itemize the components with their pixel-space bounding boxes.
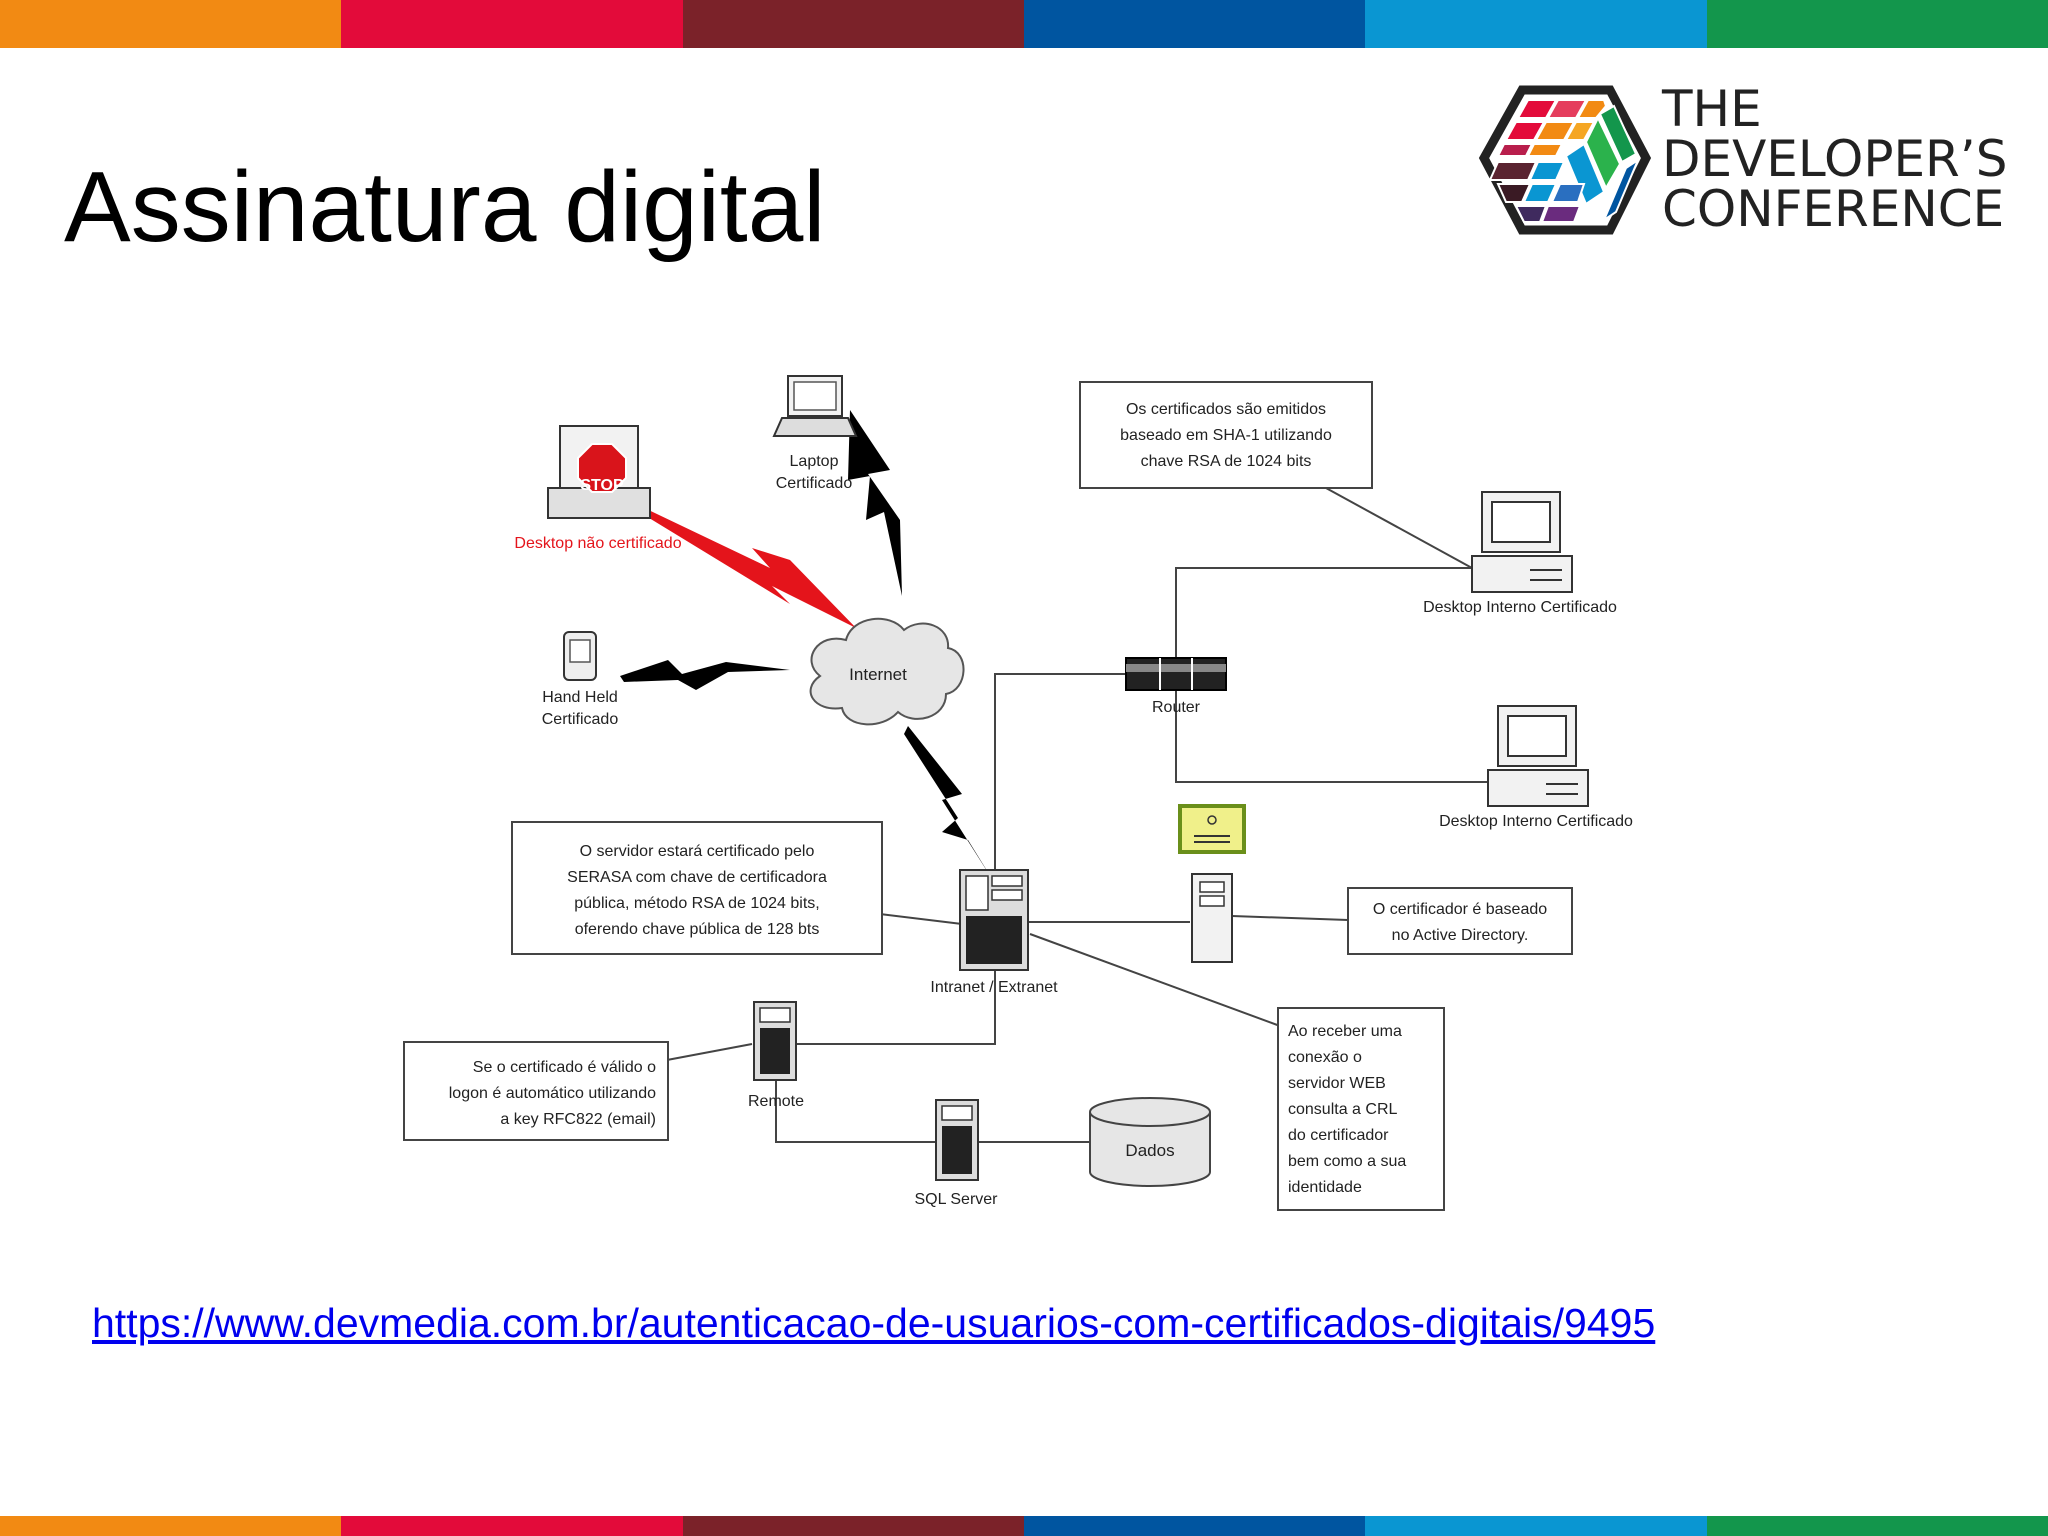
laptop-icon [772,375,858,437]
lightning-red-icon [636,504,864,632]
note-remote-line: logon é automático utilizando [449,1085,656,1102]
stripe-red [341,0,683,48]
desktop-nao-certificado-label: Desktop não certificado [514,535,681,552]
remote-server-icon [753,1001,797,1081]
note-sha-line: chave RSA de 1024 bits [1141,453,1312,470]
internet-label: Internet [849,665,907,684]
note-serasa-line: SERASA com chave de certificadora [567,869,827,886]
intranet-label: Intranet / Extranet [930,979,1058,996]
line-intranet-remote [796,1000,996,1045]
note-ad-line: no Active Directory. [1392,927,1529,944]
line-remote-note [666,1043,753,1061]
stripe-red [341,1516,683,1536]
desktop-interno-1-icon [1471,491,1573,593]
stripe-green [1706,1516,2048,1536]
line-remote-sql-dados [775,1080,1092,1143]
laptop-label: Laptop [790,453,839,470]
stripe-orange [0,1516,342,1536]
certificate-icon [1178,804,1246,854]
stripe-blue [1023,0,1366,48]
note-crl-line: bem como a sua [1288,1153,1406,1170]
source-link[interactable]: https://www.devmedia.com.br/autenticacao… [92,1300,1656,1346]
bottom-color-stripe [0,1516,2048,1536]
note-sha: Os certificados são emitidos baseado em … [1079,381,1373,489]
desktop-interno-1-label: Desktop Interno Certificado [1423,599,1617,616]
note-serasa-line: oferendo chave pública de 128 bts [575,921,820,938]
line-sha-note [1325,487,1473,569]
stripe-blue [1023,1516,1366,1536]
line-router-desktop1 [1175,567,1472,658]
remote-label: Remote [748,1093,804,1110]
router-label: Router [1152,699,1201,716]
note-crl-line: conexão o [1288,1049,1362,1066]
sql-server-icon [935,1099,979,1181]
note-ad-line: O certificador é baseado [1373,901,1547,918]
database-icon [1089,1097,1211,1187]
stripe-orange [0,0,342,48]
logo-line: THE [1662,80,1762,138]
note-sha-line: Os certificados são emitidos [1126,401,1326,418]
sql-server-label: SQL Server [915,1191,999,1208]
desktop-interno-2-label: Desktop Interno Certificado [1439,813,1633,830]
top-color-stripe [0,0,2048,48]
logo-line: DEVELOPER’S [1662,130,2008,188]
lightning-handheld-icon [620,660,790,690]
lightning-laptop-icon [848,410,902,596]
note-crl-line: do certificador [1288,1127,1389,1144]
stripe-light-blue [1365,1516,1707,1536]
desktop-interno-2-icon [1487,705,1589,807]
note-crl-line: servidor WEB [1288,1075,1386,1092]
note-remote: Se o certificado é válido o logon é auto… [403,1041,669,1141]
line-ad-note [1231,915,1349,921]
laptop-label: Certificado [776,475,853,492]
desktop-nao-certificado-icon [547,425,651,519]
note-crl: Ao receber uma conexão o servidor WEB co… [1277,1007,1445,1211]
intranet-server-icon [959,869,1029,971]
note-serasa: O servidor estará certificado pelo SERAS… [511,821,883,955]
stripe-maroon [682,0,1024,48]
internet-cloud-icon [809,617,965,726]
stripe-green [1706,0,2048,48]
dados-label: Dados [1125,1141,1174,1160]
handheld-label: Certificado [542,711,619,728]
note-sha-line: baseado em SHA-1 utilizando [1120,427,1332,444]
note-serasa-line: pública, método RSA de 1024 bits, [574,895,820,912]
certificador-server-icon [1191,873,1233,963]
note-ad: O certificador é baseado no Active Direc… [1347,887,1573,955]
lightning-intranet-icon [904,726,994,882]
stripe-maroon [682,1516,1024,1536]
cube-logo-icon [1478,85,1652,235]
logo-text: THE DEVELOPER’S CONFERENCE [1662,84,2007,234]
note-serasa-line: O servidor estará certificado pelo [580,843,815,860]
stop-label: STOP [580,477,624,494]
handheld-label: Hand Held [542,689,618,706]
line-router-desktop2 [1175,688,1488,783]
slide-title: Assinatura digital [64,151,826,263]
connection-lines [666,487,1488,1143]
note-crl-line: identidade [1288,1179,1362,1196]
note-remote-line: Se o certificado é válido o [473,1059,656,1076]
note-crl-line: Ao receber uma [1288,1023,1402,1040]
note-crl-line: consulta a CRL [1288,1101,1397,1118]
stop-sign-icon [577,443,627,493]
line-serasa-note [879,913,963,925]
stripe-light-blue [1365,0,1707,48]
line-crl-note [1029,933,1281,1027]
router-icon [1125,657,1227,691]
note-remote-line: a key RFC822 (email) [500,1111,656,1128]
handheld-icon [563,631,597,681]
logo-line: CONFERENCE [1662,180,2005,238]
tdc-logo: THE DEVELOPER’S CONFERENCE [1476,84,2036,244]
